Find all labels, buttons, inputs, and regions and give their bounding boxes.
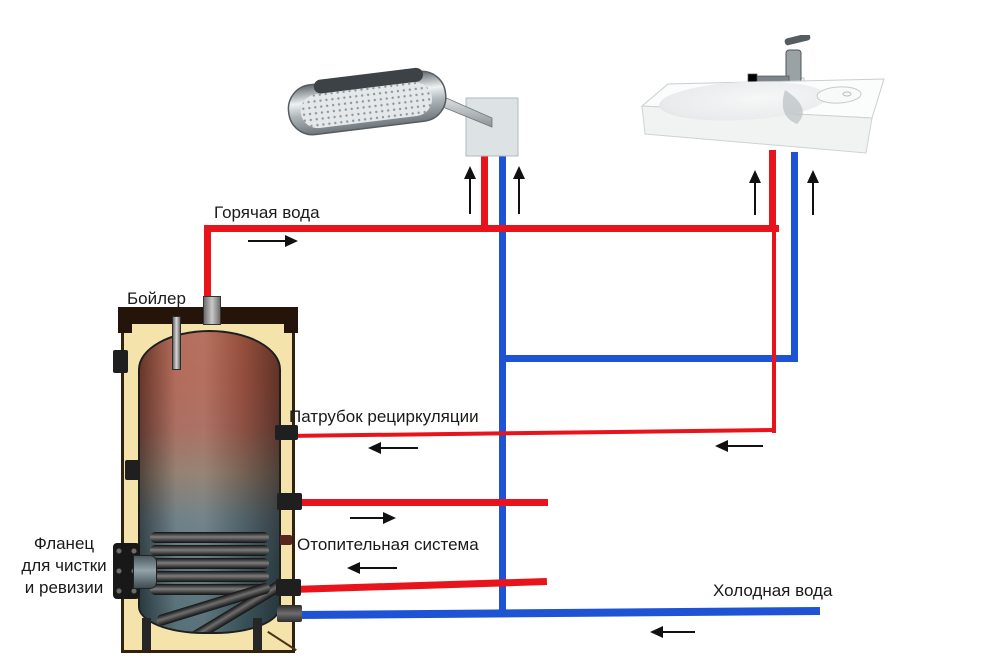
- boiler-leg-left: [142, 618, 151, 650]
- hot-outlet-port: [203, 296, 221, 325]
- hot-water-main: [204, 225, 779, 232]
- hot-pipe-shower-vertical: [481, 152, 488, 232]
- heat-exchanger-coil: [150, 584, 269, 595]
- recirculation-pipe: [283, 427, 777, 439]
- boiler-cap-tab-left: [118, 307, 132, 333]
- overflow-dish: [816, 86, 862, 104]
- flange-label: Фланец для чистки и ревизии: [21, 534, 107, 597]
- heating-system-label: Отопительная система: [297, 535, 479, 554]
- boiler-cap-tab-right: [284, 307, 298, 333]
- drain-hole: [842, 91, 852, 97]
- cold-inlet-port: [277, 605, 302, 622]
- heat-exchanger-coil: [150, 545, 269, 556]
- sensor-port: [280, 535, 292, 545]
- flow-arrow-heating-return: [347, 562, 397, 574]
- heating-return-pipe: [291, 577, 548, 594]
- hot-water-label: Горячая вода: [214, 203, 320, 222]
- flow-arrow-shower-hot: [464, 166, 476, 214]
- heat-exchanger-coil: [150, 571, 269, 582]
- flow-arrow-hot-main: [248, 235, 298, 247]
- side-port-middle: [125, 460, 140, 480]
- recirculation-label: Патрубок рециркуляции: [289, 407, 479, 426]
- cold-pipe-shower-vertical: [499, 152, 506, 614]
- flow-arrow-shower-cold: [513, 166, 525, 214]
- flow-arrow-recirc-right: [715, 440, 763, 452]
- boiler-label: Бойлер: [127, 289, 186, 308]
- cold-pipe-sink-vertical: [791, 152, 798, 362]
- cold-water-label: Холодная вода: [713, 581, 833, 600]
- flow-arrow-sink-cold: [807, 170, 819, 215]
- hot-pipe-sink-vertical: [769, 150, 776, 232]
- flow-arrow-sink-hot: [749, 170, 761, 215]
- washbasin: [640, 35, 885, 154]
- hot-pipe-thin-vertical: [772, 230, 776, 433]
- hot-pipe-boiler-riser: [204, 225, 211, 305]
- faucet-lever: [784, 35, 811, 46]
- flange-stub: [133, 555, 157, 589]
- flow-arrow-heating-supply: [350, 512, 396, 524]
- heat-exchanger-coil: [150, 558, 269, 569]
- inner-tank: [138, 330, 281, 634]
- side-port-upper: [113, 350, 128, 373]
- heat-exchanger-coil: [150, 532, 269, 543]
- cold-water-main: [295, 606, 821, 620]
- flow-arrow-cold-main: [650, 626, 695, 638]
- heating-return-port: [276, 579, 301, 596]
- cold-pipe-branch-horizontal: [499, 355, 798, 362]
- boiler-tank: [113, 288, 310, 660]
- bowl-shadow: [782, 90, 803, 124]
- shower-head: [287, 67, 519, 157]
- recirculation-port: [275, 425, 298, 440]
- thermometer-well: [172, 316, 181, 370]
- boiler-leg-right: [253, 618, 262, 650]
- heating-supply-pipe: [294, 499, 548, 506]
- heating-supply-port: [277, 493, 302, 510]
- flow-arrow-recirc-left: [368, 442, 418, 454]
